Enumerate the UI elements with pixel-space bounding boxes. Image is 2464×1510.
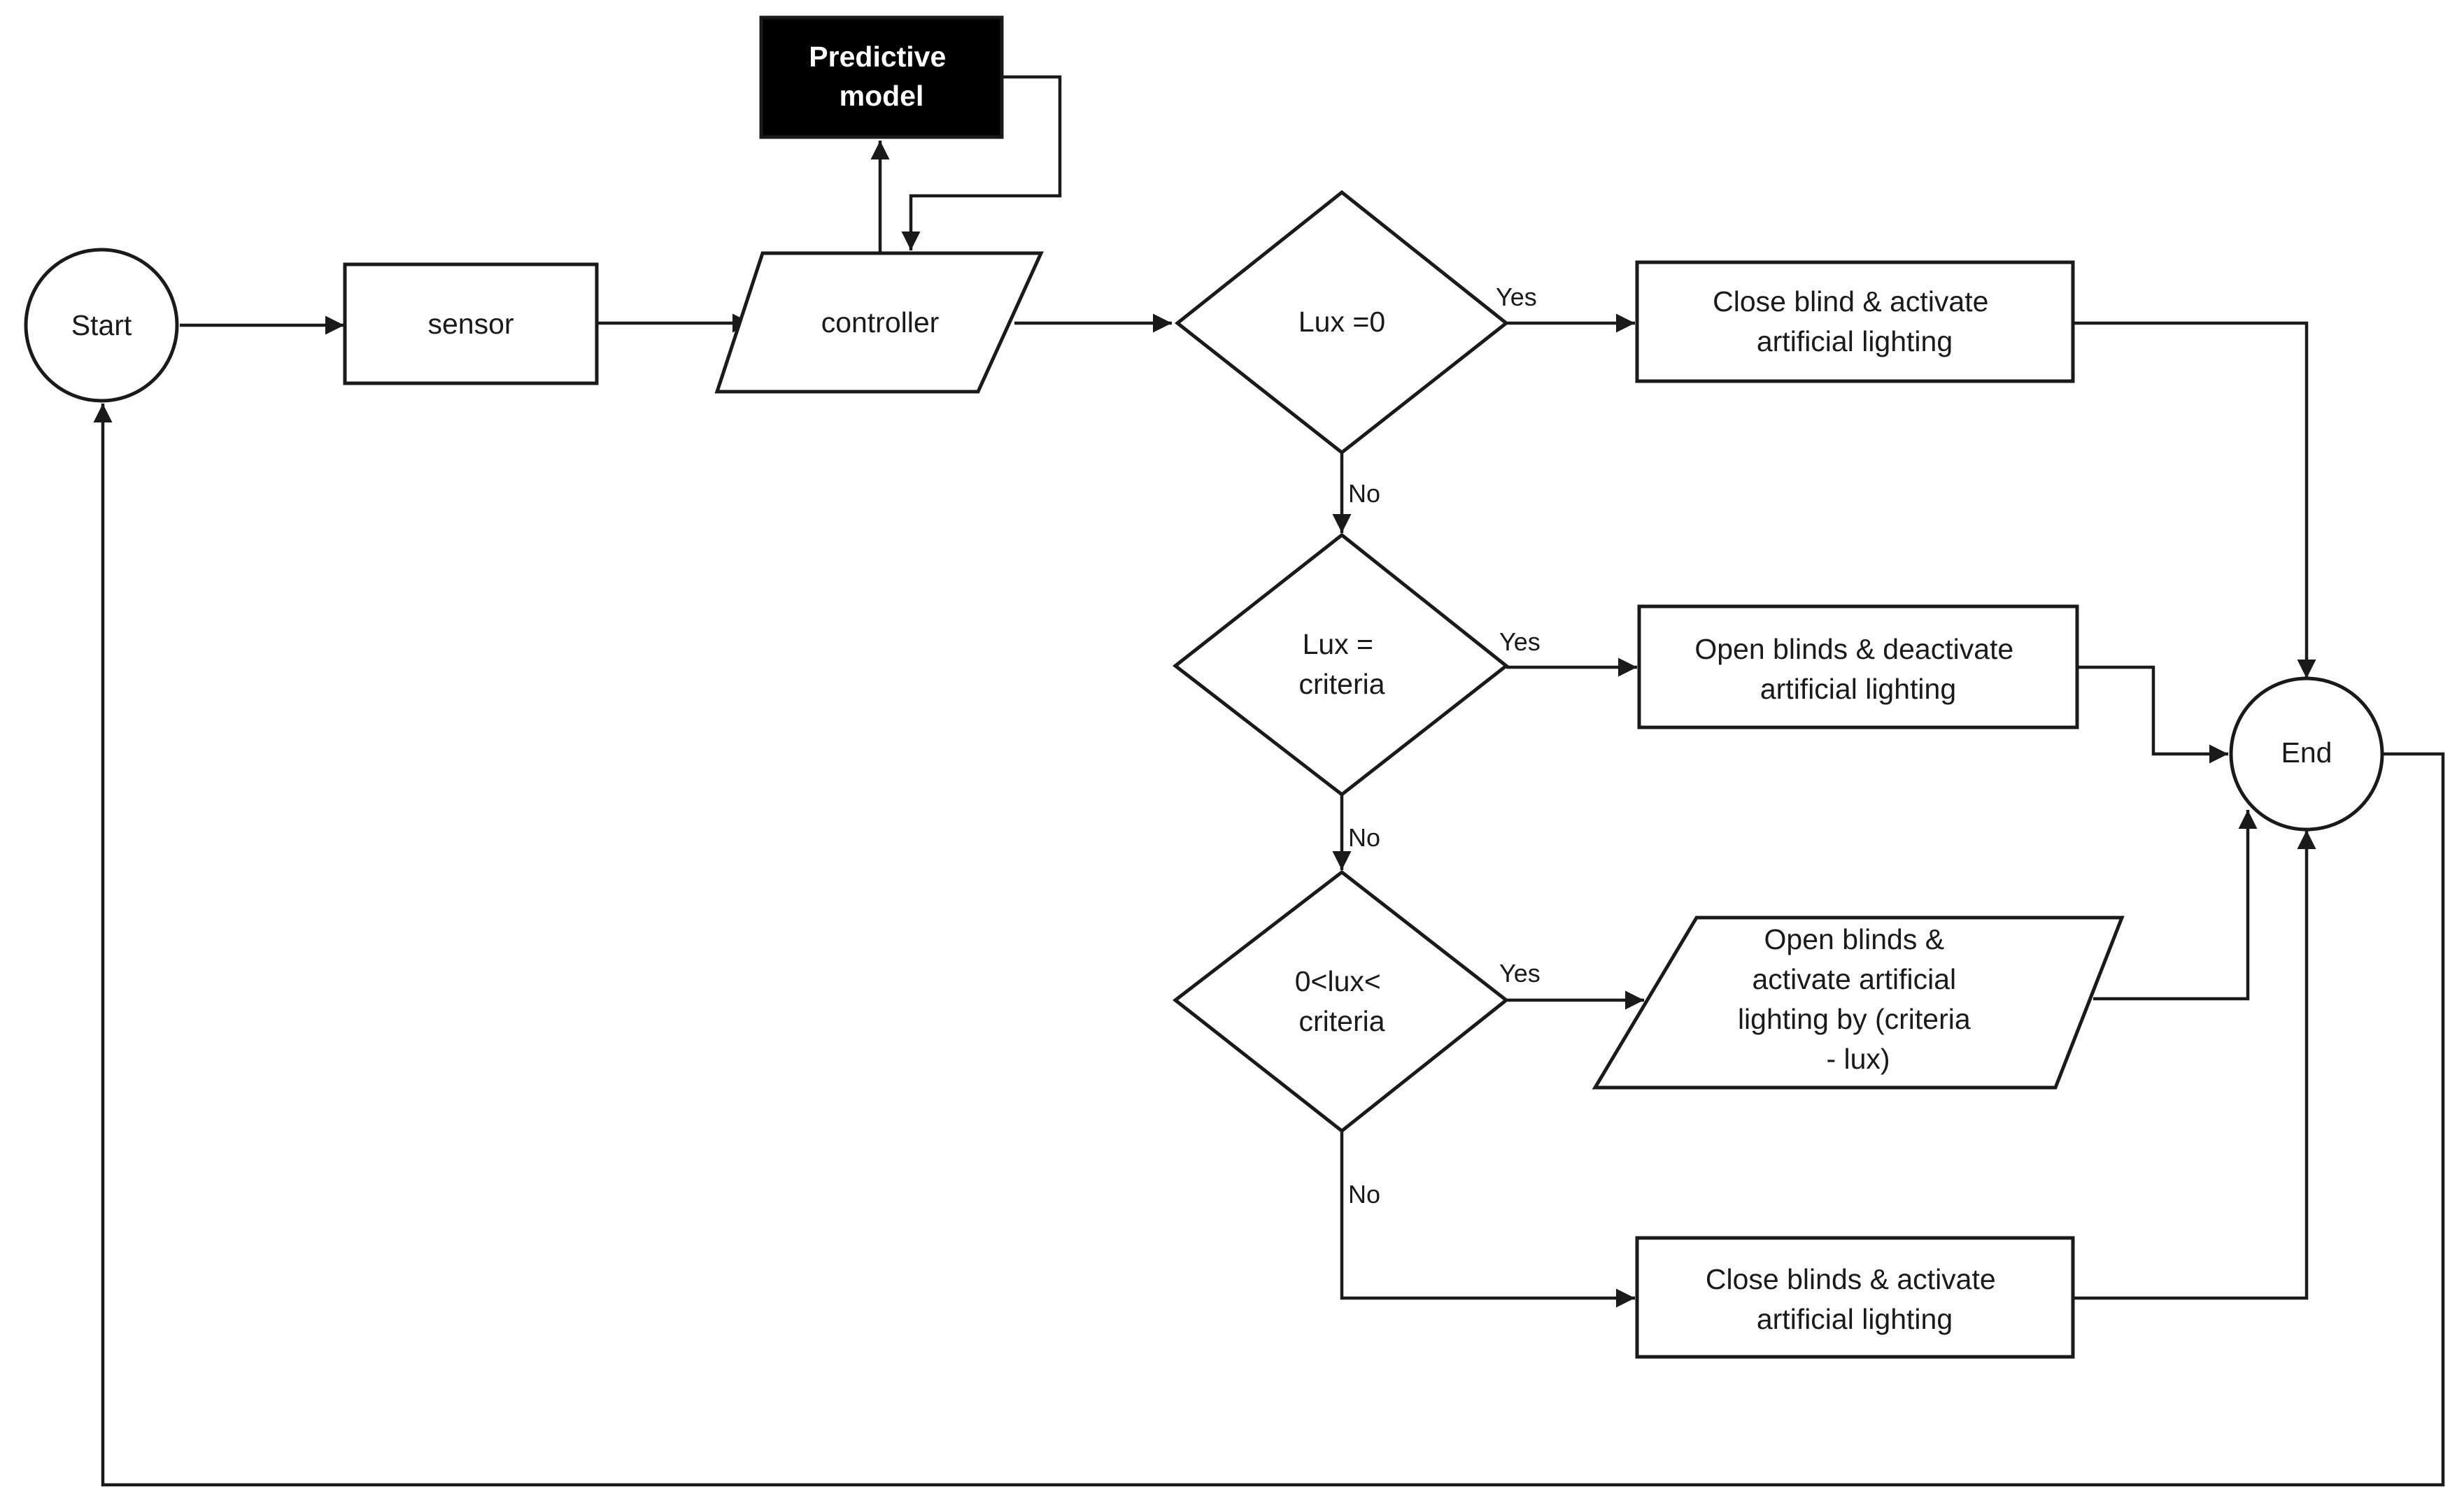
edge-label-yes-3: Yes [1499,959,1541,988]
edge-label-yes-1: Yes [1496,283,1537,311]
action-open-blinds-activate-by: Open blinds & activate artificial lighti… [1592,916,2125,1090]
action-open-blinds-deactivate-line1: Open blinds & deactivate [1694,633,2013,665]
controller-label: controller [821,306,940,339]
action-close-blind: Close blind & activate artificial lighti… [1635,260,2075,383]
edge-label-no-1: No [1348,479,1380,508]
action-close-blinds-activate-label: Close blinds & activate artificial light… [1706,1263,2004,1335]
action-open-blinds-activate-by-label: Open blinds & activate artificial lighti… [1738,923,1978,1075]
edge-label-yes-2: Yes [1499,627,1541,656]
decision-lux-zero-label: Lux =0 [1298,306,1385,338]
action-close-blind-line2: artificial lighting [1757,325,1953,357]
predictive-model-label: Predictive model [809,41,954,112]
action-open-blinds-deactivate-label: Open blinds & deactivate artificial ligh… [1694,633,2021,705]
action-close-blind-line1: Close blind & activate [1713,285,1988,318]
decision-lux-between-label: 0<lux< criteria [1295,965,1389,1037]
connector-decision3-no [1340,1131,1635,1308]
sensor-node: sensor [343,262,599,385]
action-open-blinds-activate-by-line1: Open blinds & [1764,923,1945,955]
decision-lux-between-line2: criteria [1298,1005,1385,1037]
action-close-blinds-activate-line2: artificial lighting [1757,1303,1953,1335]
decision-lux-zero: Lux =0 [1174,190,1510,455]
decision-lux-criteria: Lux = criteria [1172,532,1510,797]
action-open-blinds-deactivate-line2: artificial lighting [1760,673,1956,705]
connector-model-controller [901,75,1062,250]
connector-action3-end [2093,810,2258,1001]
edge-labels: Yes No Yes No Yes No [1348,283,1541,1209]
connectors [93,75,2445,1487]
edge-label-no-3: No [1348,1180,1380,1209]
sensor-label: sensor [427,308,514,340]
action-open-blinds-activate-by-line4: - lux) [1826,1043,1890,1075]
action-open-blinds-activate-by-line3: lighting by (criteria [1738,1003,1971,1035]
connector-action4-end [2073,830,2316,1300]
start-label: Start [71,309,132,341]
action-open-blinds-activate-by-line2: activate artificial [1752,963,1956,995]
predictive-model-label-line2: model [840,80,924,112]
end-node: End [2229,676,2384,832]
action-close-blind-label: Close blind & activate artificial lighti… [1713,285,1997,357]
connector-end-start-loop [93,404,2445,1487]
action-close-blinds-activate-line1: Close blinds & activate [1706,1263,1996,1295]
end-label: End [2281,736,2332,769]
start-node: Start [24,248,179,403]
action-close-blinds-activate: Close blinds & activate artificial light… [1635,1236,2075,1359]
connector-action1-end [2073,321,2316,678]
connector-action2-end [2077,665,2228,764]
decision-lux-criteria-line1: Lux = [1303,628,1373,660]
decision-lux-criteria-line2: criteria [1298,668,1385,700]
decision-lux-between-line1: 0<lux< [1295,965,1381,997]
decision-lux-between: 0<lux< criteria [1172,869,1510,1134]
predictive-model-node: Predictive model [759,15,1004,139]
controller-node: controller [714,251,1044,394]
action-open-blinds-deactivate: Open blinds & deactivate artificial ligh… [1637,604,2079,729]
decision-lux-criteria-label: Lux = criteria [1298,628,1385,700]
predictive-model-label-line1: Predictive [809,41,946,73]
edge-label-no-2: No [1348,823,1380,852]
